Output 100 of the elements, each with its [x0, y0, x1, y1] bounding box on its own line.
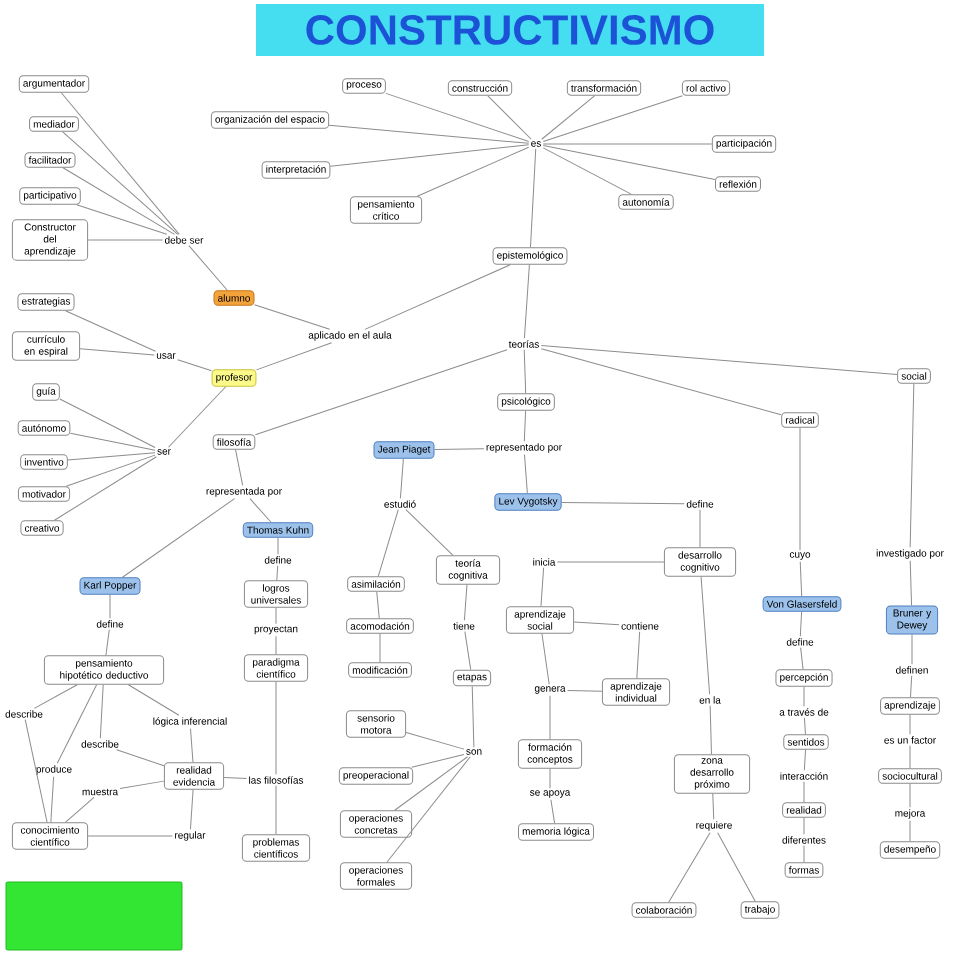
connector-line [116, 749, 165, 767]
connector-line [416, 146, 530, 197]
connector-line [54, 456, 157, 521]
connector-line [700, 576, 711, 695]
connector-line [668, 832, 711, 903]
connector-line [79, 348, 155, 356]
connector-line [909, 783, 911, 808]
connector-line [275, 785, 277, 835]
connector-line [64, 310, 156, 352]
connector-line [803, 781, 805, 803]
connector-line [69, 432, 156, 451]
connector-line [62, 167, 175, 235]
connector-line [99, 684, 104, 739]
connector-line [188, 245, 228, 291]
connector-line [87, 239, 164, 241]
connector-line [803, 845, 805, 863]
connector-line [276, 565, 279, 581]
connector-line [275, 635, 277, 655]
connector-line [168, 386, 227, 448]
connector-line [329, 144, 530, 167]
connector-line [487, 95, 532, 140]
connector-line [277, 537, 279, 555]
connector-line [909, 745, 911, 769]
connector-line [56, 684, 98, 764]
connector-line [254, 349, 508, 436]
connector-line [712, 793, 715, 820]
connector-line [464, 631, 472, 671]
connector-line [717, 832, 756, 902]
connector-line [364, 264, 511, 330]
connector-line [386, 756, 471, 863]
connector-line [550, 799, 556, 824]
connector-line [105, 629, 110, 656]
connector-line [76, 204, 168, 235]
connector-line [523, 349, 527, 394]
connector-line [62, 131, 179, 235]
connector-line [377, 509, 399, 577]
connector-line [122, 498, 235, 578]
connector-line [59, 398, 156, 448]
connector-line [803, 817, 805, 835]
connector-line [385, 92, 530, 143]
connector-line [561, 501, 685, 505]
connector-line [471, 685, 475, 748]
connector-line [223, 776, 247, 780]
connector-line [65, 454, 156, 487]
connector-line [800, 647, 804, 670]
connector-line [328, 124, 530, 144]
connector-line [24, 719, 48, 823]
connector-line [65, 796, 95, 823]
connector-line [636, 631, 641, 679]
connector-line [799, 427, 801, 551]
connector-line [909, 714, 911, 735]
connector-line [394, 756, 469, 811]
connector-line [523, 264, 530, 339]
connector-line [803, 717, 806, 735]
connector-line [573, 621, 620, 626]
connector-line [254, 304, 331, 330]
connector-line [399, 458, 404, 499]
connector-line [434, 448, 485, 450]
connector-line [540, 567, 545, 607]
connector-line [541, 95, 595, 140]
connector-line [542, 144, 716, 180]
connector-line [549, 695, 551, 740]
connector-line [405, 509, 454, 556]
connector-line [699, 509, 701, 548]
connector-line [109, 594, 111, 619]
connector-line [709, 705, 712, 755]
connector-line [909, 820, 911, 842]
connector-line [235, 449, 244, 486]
connector-line [540, 344, 898, 376]
connector-line [803, 686, 805, 707]
connector-line [255, 342, 333, 371]
connector-line [177, 359, 213, 372]
connector-line [190, 728, 194, 763]
connector-line [909, 560, 913, 606]
connector-line [556, 561, 665, 563]
connector-line [119, 780, 165, 790]
connector-line [405, 732, 465, 750]
connector-line [189, 789, 194, 830]
connector-line [249, 498, 272, 523]
connector-line [799, 611, 803, 637]
connector-line [799, 561, 803, 597]
connector-line [67, 452, 156, 461]
connector-line [911, 634, 913, 665]
connector-line [803, 749, 807, 771]
connector-line [463, 584, 468, 621]
connector-line [275, 607, 277, 625]
connector-line [567, 689, 603, 692]
connector-line [909, 383, 915, 548]
connector-line [542, 147, 632, 195]
connector-line [87, 835, 173, 837]
connector-line [50, 776, 55, 823]
connector-line [524, 454, 528, 494]
credit-box [5, 881, 183, 951]
connector-line [275, 681, 277, 775]
connector-line [376, 591, 380, 619]
connector-line [411, 753, 465, 768]
connector-line [127, 684, 180, 716]
connector-line [541, 633, 550, 685]
connector-line [540, 348, 782, 416]
connector-line [523, 410, 527, 442]
